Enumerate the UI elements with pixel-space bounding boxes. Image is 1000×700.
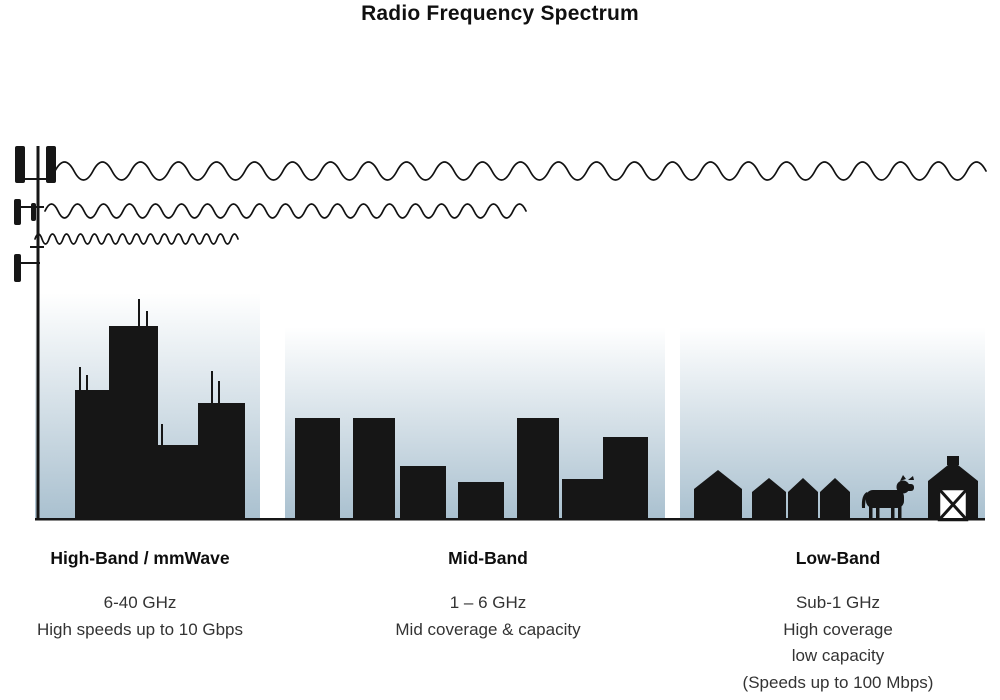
medium-wavelength-wave	[44, 203, 527, 219]
barn-icon	[928, 456, 978, 522]
rooftop-antenna	[86, 375, 88, 392]
building-silhouette	[603, 437, 648, 520]
rooftop-antenna	[146, 311, 148, 327]
band-description: High coverage	[783, 619, 893, 639]
building-silhouette	[400, 466, 446, 520]
spectrum-illustration	[14, 146, 987, 522]
midband-town-skyline	[295, 418, 648, 520]
highband-city-skyline	[75, 299, 245, 520]
page-title: Radio Frequency Spectrum	[361, 2, 639, 25]
building-silhouette	[295, 418, 340, 520]
house-icon	[820, 478, 850, 520]
band-name: High-Band / mmWave	[50, 548, 230, 568]
ground-baseline	[35, 518, 985, 521]
band-frequency: 6-40 GHz	[103, 593, 177, 612]
house-icon	[694, 470, 742, 520]
band-label-low: Low-Band Sub-1 GHz High coverage low cap…	[683, 548, 993, 696]
tower-antenna-panel	[14, 199, 21, 225]
rooftop-antenna	[211, 371, 213, 404]
band-name: Low-Band	[795, 548, 881, 568]
cell-tower-icon	[14, 146, 56, 520]
house-icon	[752, 478, 786, 520]
rooftop-antenna	[138, 299, 140, 327]
building-silhouette	[109, 326, 158, 520]
tower-antenna-panel	[15, 146, 25, 183]
tower-crossbar	[30, 246, 44, 248]
building-silhouette	[458, 482, 504, 520]
lowband-rural-scene	[694, 456, 978, 522]
tower-crossbar	[14, 262, 40, 264]
tower-mast	[36, 146, 40, 520]
band-frequency: 1 – 6 GHz	[449, 593, 527, 612]
rooftop-antenna	[218, 381, 220, 404]
band-description: Mid coverage & capacity	[395, 619, 581, 639]
tower-antenna-panel	[46, 146, 56, 183]
band-description: High speeds up to 10 Gbps	[36, 619, 244, 639]
short-wavelength-wave	[34, 233, 239, 245]
band-description: low capacity	[791, 646, 885, 665]
band-description: (Speeds up to 100 Mbps)	[742, 672, 934, 692]
rooftop-antenna	[161, 424, 163, 446]
band-frequency: Sub-1 GHz	[795, 593, 881, 612]
band-label-mid: Mid-Band 1 – 6 GHz Mid coverage & capaci…	[348, 548, 628, 643]
building-silhouette	[562, 479, 603, 520]
cow-icon	[861, 475, 914, 518]
tower-antenna-panel	[31, 203, 36, 221]
building-silhouette	[353, 418, 395, 520]
long-wavelength-wave	[54, 161, 987, 181]
band-name: Mid-Band	[448, 548, 528, 568]
building-silhouette	[75, 390, 109, 520]
building-silhouette	[517, 418, 559, 520]
rooftop-antenna	[79, 367, 81, 392]
house-icon	[788, 478, 818, 520]
tower-crossbar	[14, 206, 44, 208]
band-label-high: High-Band / mmWave 6-40 GHz High speeds …	[0, 548, 280, 643]
tower-antenna-panel	[14, 254, 21, 282]
building-silhouette	[198, 403, 245, 520]
tower-crossbar	[15, 178, 56, 180]
building-silhouette	[158, 445, 198, 520]
radio-waves	[34, 161, 987, 245]
